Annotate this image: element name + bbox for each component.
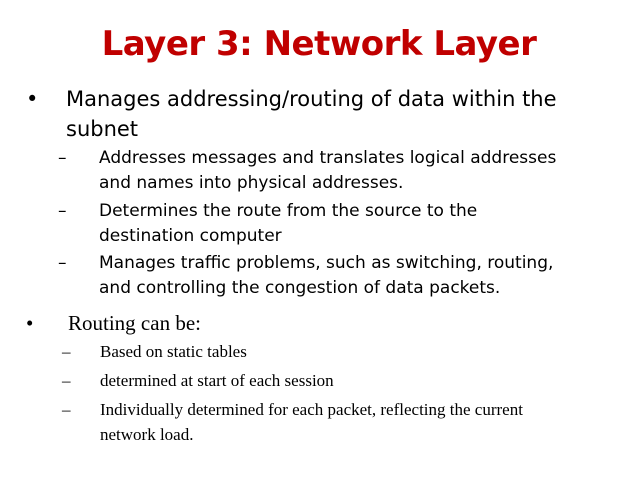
- sub-bullet-item: – Individually determined for each packe…: [0, 397, 638, 447]
- slide-title: Layer 3: Network Layer: [101, 24, 537, 64]
- dash-marker: –: [58, 201, 67, 221]
- sub-bullet-item: – Addresses messages and translates logi…: [0, 146, 638, 196]
- sub-bullet-item: – Based on static tables: [0, 339, 638, 364]
- bullet-item: • Routing can be:: [0, 310, 638, 340]
- sub-bullet-item: – Determines the route from the source t…: [0, 199, 638, 249]
- bullet-text: Manages addressing/routing of data withi…: [66, 87, 557, 141]
- bullet-text: Routing can be:: [68, 311, 201, 335]
- sub-bullet-item: – determined at start of each session: [0, 368, 638, 393]
- dash-marker: –: [62, 400, 71, 419]
- sub-bullet-text: determined at start of each session: [100, 371, 334, 390]
- dash-marker: –: [58, 253, 67, 273]
- dash-marker: –: [62, 342, 71, 361]
- sub-bullet-text: Manages traffic problems, such as switch…: [99, 253, 554, 298]
- sub-bullet-text: Based on static tables: [100, 342, 247, 361]
- dash-marker: –: [62, 371, 71, 390]
- sub-bullet-text: Determines the route from the source to …: [99, 201, 478, 246]
- bullet-marker: •: [26, 87, 39, 111]
- bullet-marker: •: [26, 311, 34, 335]
- dash-marker: –: [58, 148, 67, 168]
- bullet-item: • Manages addressing/routing of data wit…: [0, 84, 638, 144]
- sub-bullet-item: – Manages traffic problems, such as swit…: [0, 251, 638, 301]
- sub-bullet-text: Addresses messages and translates logica…: [99, 148, 557, 193]
- sub-bullet-text: Individually determined for each packet,…: [100, 400, 523, 444]
